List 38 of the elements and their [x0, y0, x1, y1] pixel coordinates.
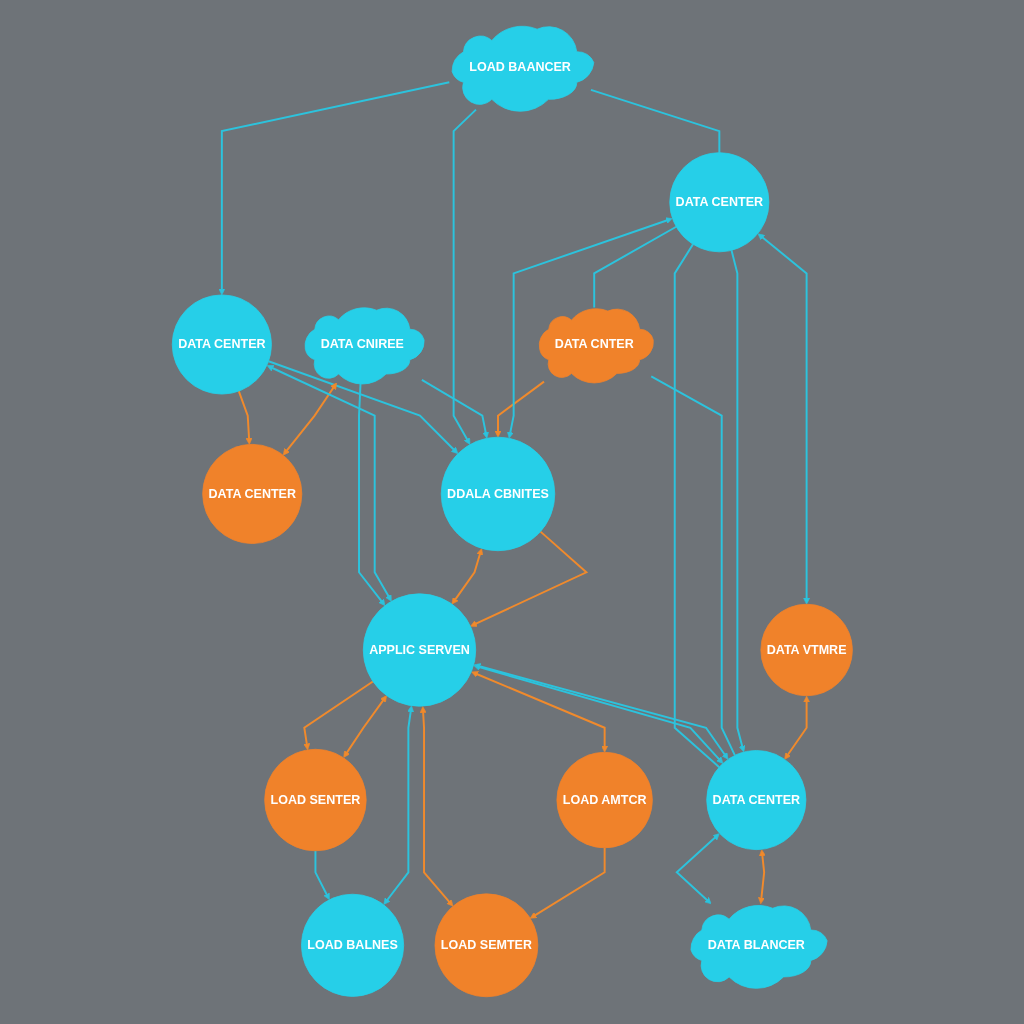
arrow	[267, 360, 458, 455]
node-circle: DATA CENTER	[171, 295, 272, 395]
arrow	[452, 109, 477, 446]
arrow	[266, 365, 392, 603]
arrow	[757, 849, 766, 905]
node-circle: DATA CENTER	[201, 444, 302, 545]
arrow	[343, 695, 387, 759]
arrow	[383, 705, 414, 906]
arrow	[757, 233, 810, 606]
node-circle: DATA CENTER	[669, 152, 769, 253]
arrow	[237, 390, 253, 446]
connector	[589, 89, 720, 155]
connector	[592, 226, 677, 309]
node-circle: LOAD BALNES	[300, 894, 404, 998]
arrow	[675, 833, 720, 905]
node-circle: DATA VTMRE	[760, 604, 853, 697]
arrow	[730, 249, 746, 753]
node-circle: APPLIC SERVEN	[362, 593, 476, 708]
arrow	[506, 217, 673, 440]
arrow	[529, 847, 606, 920]
arrow	[218, 81, 450, 296]
arrow	[302, 680, 374, 751]
connector	[673, 243, 720, 769]
node-circle: DATA CENTER	[706, 750, 806, 851]
arrow	[419, 706, 453, 907]
arrow	[469, 531, 588, 628]
arrow	[420, 379, 489, 440]
arrow	[282, 383, 337, 456]
arrow	[314, 850, 330, 901]
node-circle: DDALA CBNITES	[440, 437, 555, 552]
node-circle: LOAD SENTER	[263, 749, 367, 852]
arrow	[451, 548, 483, 605]
connector	[649, 375, 736, 757]
node-circle: LOAD AMTCR	[556, 752, 653, 849]
arrow	[471, 671, 608, 754]
arrow	[784, 696, 810, 761]
arrow	[494, 381, 545, 438]
node-circle: LOAD SEMTER	[434, 893, 538, 998]
